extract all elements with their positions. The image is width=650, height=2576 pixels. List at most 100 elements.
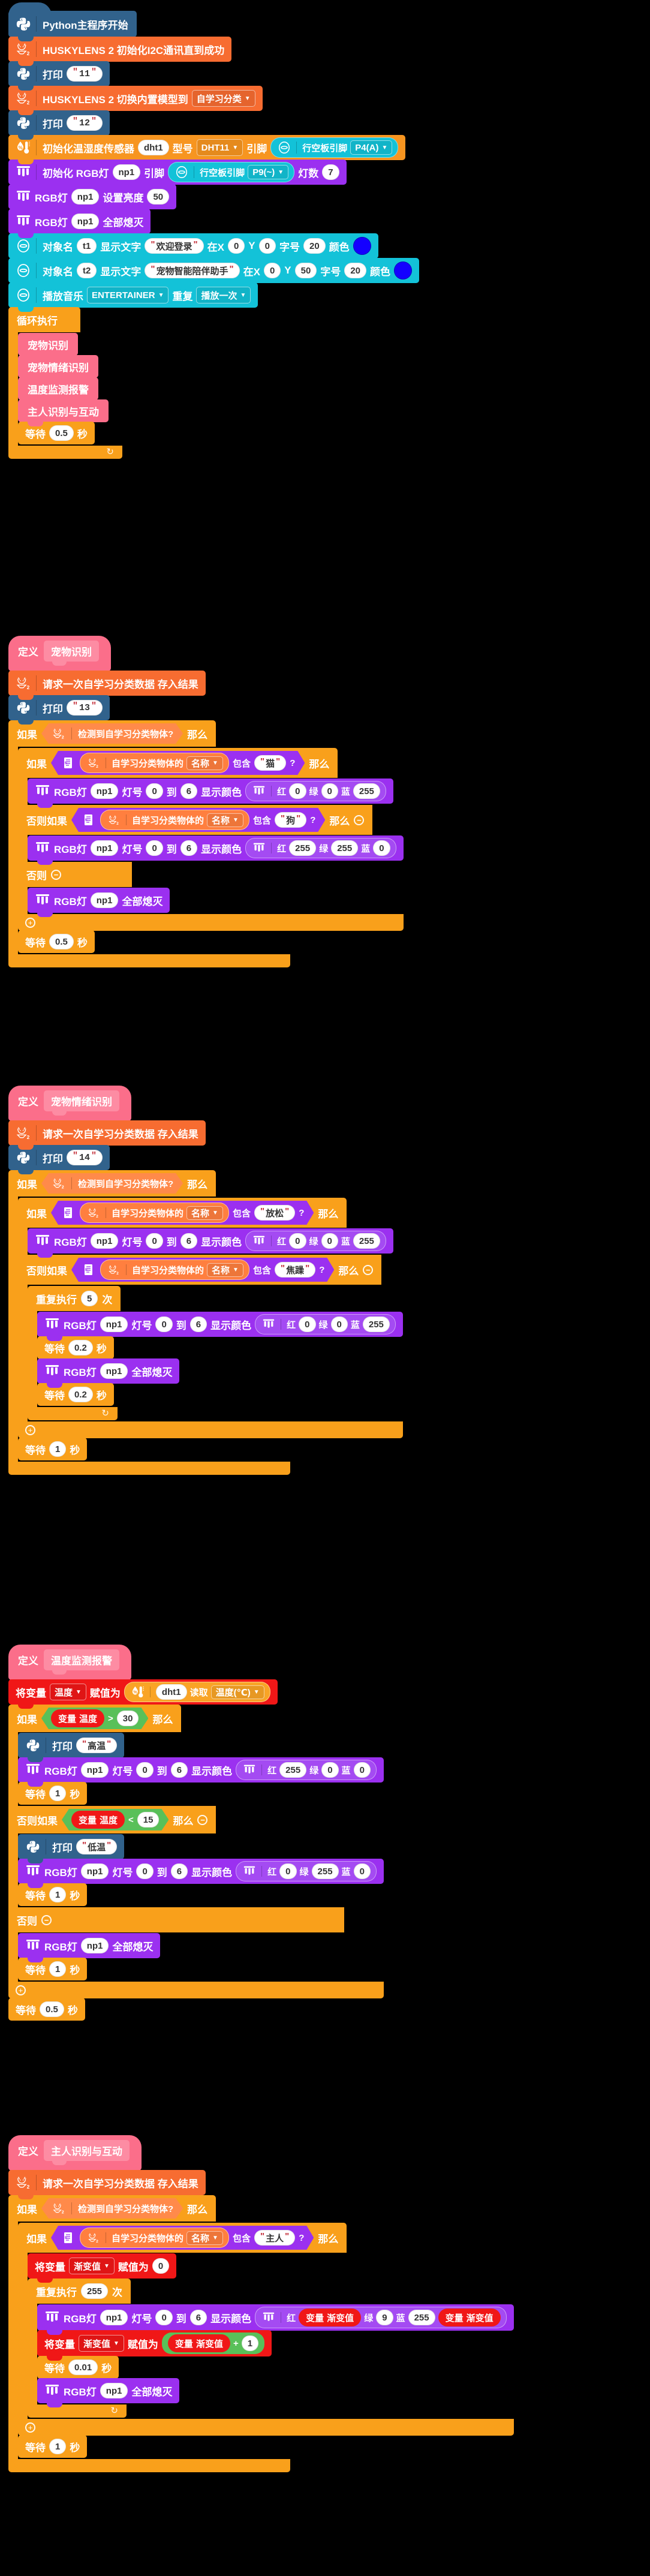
green-input[interactable]: 255: [311, 1863, 339, 1879]
wait-block[interactable]: 等待 0.5 秒: [8, 1998, 85, 2021]
print-block-12[interactable]: 打印 12: [8, 110, 110, 140]
rgb-brightness-block[interactable]: RGB灯 np1 设置亮度 50: [8, 184, 177, 214]
contains-keyword-input[interactable]: 放松: [254, 1205, 295, 1221]
display-text-input[interactable]: 宠物智能陪伴助手: [145, 263, 240, 278]
dht-read-reporter[interactable]: % dht1 读取 温度(℃) ▼: [124, 1682, 270, 1702]
rgb-name-input[interactable]: np1: [80, 1762, 109, 1778]
increment-fade-block[interactable]: 将变量 渐变值 ▼ 赋值为: [37, 2330, 272, 2361]
husky-detect-condition[interactable]: 2 检测到自学习分类物体?: [41, 723, 183, 744]
variable-dropdown[interactable]: 渐变值 ▼: [79, 2335, 124, 2352]
script-temperature-alarm[interactable]: 定义 温度监测报警 将变量 温度 ▼ 赋值为 % dht1 读取 温度(℃) ▼…: [8, 1645, 384, 2021]
if-head[interactable]: 如果 s 2 自学习分类物体的: [18, 2223, 347, 2253]
blue-input[interactable]: 0: [373, 840, 390, 856]
if-head[interactable]: 如果 变量 温度 > 30 那么: [8, 1705, 182, 1732]
rgb-color-reporter[interactable]: 红 0 绿 255 蓝 0: [236, 1861, 377, 1881]
lamp-to-input[interactable]: 6: [180, 1233, 198, 1249]
if-head[interactable]: 如果 2 检测到自学习分类物体? 那么: [8, 720, 216, 747]
green-input[interactable]: 0: [321, 1233, 338, 1249]
wait-input[interactable]: 0.2: [68, 1340, 93, 1355]
y-input[interactable]: 0: [258, 238, 276, 254]
y-input[interactable]: 50: [294, 263, 317, 278]
if-elseif-keyword[interactable]: 如果 s 2 自学习分类物体的: [18, 748, 404, 931]
add-branch-row[interactable]: +: [18, 914, 404, 931]
dht-model-dropdown[interactable]: DHT11 ▼: [196, 139, 243, 156]
lamp-from-input[interactable]: 0: [146, 783, 163, 799]
contains-condition[interactable]: s 2 自学习分类物体的 名称 ▼: [71, 808, 325, 832]
blue-input[interactable]: 0: [353, 1863, 371, 1879]
add-branch-row[interactable]: +: [8, 1982, 384, 1998]
lamp-to-input[interactable]: 6: [170, 1762, 188, 1778]
variable-dropdown[interactable]: 温度 ▼: [50, 1684, 86, 1700]
variable-dropdown[interactable]: 渐变值 ▼: [69, 2258, 115, 2274]
add-branch-row[interactable]: +: [18, 1421, 403, 1438]
green-input[interactable]: 0: [321, 1762, 339, 1778]
unihiker-pin-reporter[interactable]: 行空板引脚 P4(A) ▼: [270, 137, 399, 158]
forever-head[interactable]: 循环执行: [8, 307, 80, 332]
script-pet-emotion[interactable]: 定义 宠物情绪识别 2 请求一次自学习分类数据 存入结果 打印 14 如果 2 …: [8, 1086, 403, 1475]
wait-input[interactable]: 0.2: [68, 1387, 93, 1402]
red-input[interactable]: 255: [279, 1762, 307, 1778]
remove-branch-icon[interactable]: −: [41, 1914, 52, 1925]
lamp-to-input[interactable]: 6: [180, 783, 198, 799]
rgb-color-reporter[interactable]: 红 变量 渐变值 绿 9 蓝: [255, 2307, 507, 2328]
threshold-input[interactable]: 30: [117, 1711, 139, 1726]
husky-model-dropdown[interactable]: 自学习分类 ▼: [191, 90, 255, 107]
addend-input[interactable]: 1: [241, 2335, 259, 2351]
object-property-dropdown[interactable]: 名称 ▼: [186, 1206, 223, 1220]
object-name-input[interactable]: t2: [77, 263, 97, 278]
red-input[interactable]: 0: [299, 1316, 316, 1332]
greater-than-condition[interactable]: 变量 温度 > 30: [41, 1708, 148, 1729]
define-pet-emotion-hat[interactable]: 定义 宠物情绪识别: [8, 1086, 131, 1121]
rgb-off-block[interactable]: RGB灯 np1 全部熄灭: [37, 1358, 180, 1388]
print-block-11[interactable]: 打印 11: [8, 61, 110, 91]
object-property-dropdown[interactable]: 名称 ▼: [186, 2231, 223, 2245]
rgb-show-color-block[interactable]: RGB灯 np1 灯号 0 到 6 显示颜色: [28, 1228, 393, 1258]
add-branch-icon[interactable]: +: [16, 1985, 26, 1995]
green-input[interactable]: 9: [376, 2310, 393, 2325]
less-than-condition[interactable]: 变量 温度 < 15: [62, 1809, 168, 1830]
if-temperature[interactable]: 如果 变量 温度 > 30 那么 打印 高温: [8, 1705, 384, 1998]
lamp-from-input[interactable]: 0: [155, 1316, 173, 1332]
wait-input[interactable]: 0.01: [68, 2359, 98, 2375]
husky-object-property-reporter[interactable]: 2 自学习分类物体的 名称 ▼: [80, 1203, 229, 1223]
add-branch-row[interactable]: +: [18, 2419, 514, 2436]
if-head[interactable]: 如果 s 2 自学习分类物体的: [18, 748, 338, 778]
contains-keyword-input[interactable]: 主人: [254, 2230, 295, 2246]
husky-request-block[interactable]: 2 请求一次自学习分类数据 存入结果: [8, 671, 206, 700]
lamp-to-input[interactable]: 6: [170, 1863, 188, 1879]
rgb-name-input[interactable]: np1: [90, 892, 119, 908]
blue-input[interactable]: 255: [408, 2310, 435, 2325]
rgb-show-color-block[interactable]: RGB灯 np1 灯号 0 到 6 显示颜色: [28, 778, 393, 808]
husky-switch-model-block[interactable]: 2 HUSKYLENS 2 切换内置模型到 自学习分类 ▼: [8, 86, 263, 115]
print-low-temp-block[interactable]: 打印 低温: [18, 1834, 125, 1863]
repeat-head[interactable]: 重复执行 5 次: [28, 1286, 121, 1311]
contains-keyword-input[interactable]: 猫: [254, 755, 286, 771]
rgb-show-color-block[interactable]: RGB灯 np1 灯号 0 到 6 显示颜色 红 255 绿: [18, 1757, 384, 1787]
elseif-head[interactable]: 否则如果 变量 温度 < 15 那么 −: [8, 1806, 216, 1833]
blue-variable-reporter[interactable]: 变量 渐变值: [438, 2309, 501, 2326]
print-value-input[interactable]: 11: [67, 66, 103, 82]
rgb-color-reporter[interactable]: 红 255 绿 0 蓝 0: [236, 1760, 377, 1780]
contains-keyword-input[interactable]: 焦躁: [275, 1262, 315, 1278]
rgb-name-input[interactable]: np1: [71, 189, 100, 205]
rgb-show-color-block[interactable]: RGB灯 np1 灯号 0 到 6 显示颜色: [37, 2304, 514, 2335]
rgb-show-color-block[interactable]: RGB灯 np1 灯号 0 到 6 显示颜色: [37, 1312, 403, 1341]
remove-branch-icon[interactable]: −: [354, 814, 365, 825]
repeat-count-input[interactable]: 5: [81, 1291, 98, 1306]
wait-block[interactable]: 等待 0.2 秒: [37, 1336, 114, 1359]
husky-object-property-reporter[interactable]: 2 自学习分类物体的 名称 ▼: [100, 810, 249, 830]
variable-reporter[interactable]: 变量 渐变值: [167, 2334, 230, 2352]
script-main[interactable]: Python主程序开始 2 HUSKYLENS 2 初始化I2C通讯直到成功 打…: [8, 2, 420, 459]
husky-detect-condition[interactable]: 2 检测到自学习分类物体?: [41, 2198, 183, 2219]
music-tune-dropdown[interactable]: ENTERTAINER ▼: [87, 287, 169, 303]
call-pet-recognition[interactable]: 宠物识别: [18, 333, 78, 360]
if-head[interactable]: 如果 s 2 自学习分类物体的: [18, 1198, 347, 1228]
red-input[interactable]: 0: [289, 783, 306, 799]
music-repeat-dropdown[interactable]: 播放一次 ▼: [196, 287, 251, 303]
wait-block[interactable]: 等待 0.5 秒: [18, 930, 95, 953]
if-owner-keyword[interactable]: 如果 s 2 自学习分类物体的: [18, 2223, 514, 2436]
blue-input[interactable]: 255: [353, 1233, 380, 1249]
color-swatch[interactable]: [394, 261, 413, 279]
green-input[interactable]: 255: [331, 840, 359, 856]
wait-input[interactable]: 1: [49, 1786, 67, 1801]
